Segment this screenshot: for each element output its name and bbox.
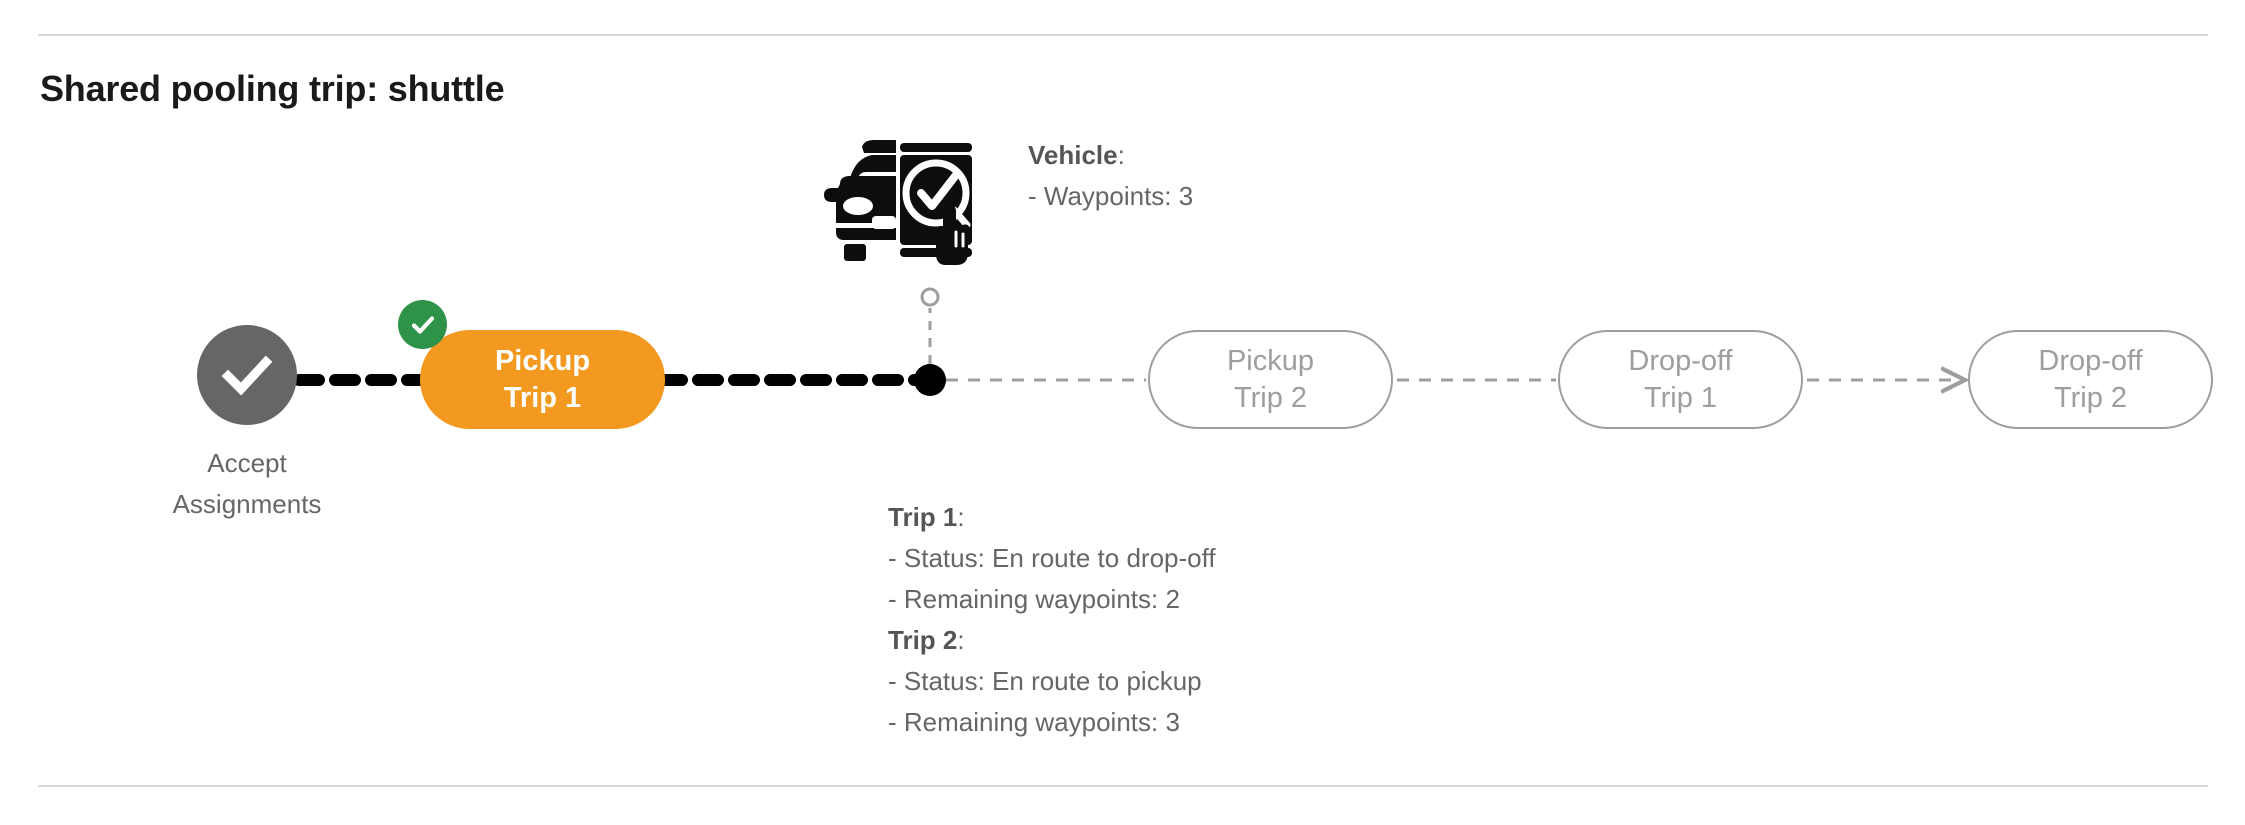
pickup-trip-2-line2: Trip 2 xyxy=(1233,381,1308,414)
timeline-node-accept-assignments[interactable] xyxy=(197,325,297,425)
trip-2-heading: Trip 2: xyxy=(888,620,1216,661)
dropoff-trip-2-line1: Drop-off xyxy=(2038,344,2143,377)
trip-details-block: Trip 1: - Status: En route to drop-off -… xyxy=(888,497,1216,743)
timeline-node-dropoff-trip-2[interactable]: Drop-off Trip 2 xyxy=(1968,330,2213,429)
dropoff-trip-2-line2: Trip 2 xyxy=(2053,381,2128,414)
vehicle-heading-colon: : xyxy=(1117,140,1125,170)
trip-1-heading-label: Trip 1 xyxy=(888,502,958,532)
accept-label-line2: Assignments xyxy=(172,489,322,519)
trip-2-status-line: - Status: En route to pickup xyxy=(888,666,1202,696)
page-title: Shared pooling trip: shuttle xyxy=(40,68,505,109)
vehicle-heading-label: Vehicle xyxy=(1028,140,1118,170)
accept-label-line1: Accept xyxy=(207,448,287,478)
check-icon xyxy=(218,346,276,404)
dropoff-trip-1-line1: Drop-off xyxy=(1628,344,1733,377)
dropoff-trip-1-line2: Trip 1 xyxy=(1643,381,1718,414)
top-divider xyxy=(38,34,2208,36)
accept-assignments-label: Accept Assignments xyxy=(137,443,357,525)
vehicle-info-block: Vehicle: - Waypoints: 3 xyxy=(1028,135,1193,217)
pickup-trip-1-line1: Pickup xyxy=(494,344,591,377)
timeline-node-pickup-trip-2[interactable]: Pickup Trip 2 xyxy=(1148,330,1393,429)
check-badge-icon xyxy=(398,300,447,349)
vehicle-anchor-circle xyxy=(920,287,940,307)
trip-1-heading: Trip 1: xyxy=(888,497,1216,538)
vehicle-info-heading: Vehicle: xyxy=(1028,135,1193,176)
car-phone-check-icon xyxy=(820,122,975,270)
trip-1-waypoints-line: - Remaining waypoints: 2 xyxy=(888,584,1180,614)
trip-2-waypoints-line: - Remaining waypoints: 3 xyxy=(888,707,1180,737)
pickup-trip-2-line1: Pickup xyxy=(1226,344,1315,377)
pickup-trip-1-line2: Trip 1 xyxy=(503,381,582,414)
vehicle-waypoints-line: - Waypoints: 3 xyxy=(1028,181,1194,211)
trip-2-heading-label: Trip 2 xyxy=(888,625,958,655)
timeline-node-pickup-trip-1[interactable]: Pickup Trip 1 xyxy=(420,330,665,429)
timeline-node-dropoff-trip-1[interactable]: Drop-off Trip 1 xyxy=(1558,330,1803,429)
trip-1-heading-colon: : xyxy=(957,502,965,532)
trip-1-status-line: - Status: En route to drop-off xyxy=(888,543,1216,573)
bottom-divider xyxy=(38,785,2208,787)
vehicle-position-dot xyxy=(914,364,946,396)
trip-2-heading-colon: : xyxy=(957,625,965,655)
